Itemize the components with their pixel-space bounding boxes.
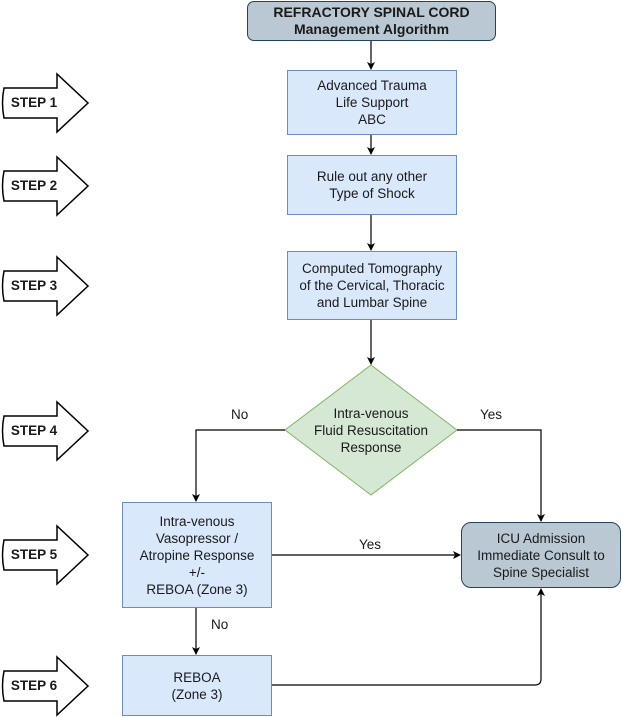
icu-admission-node: ICU Admission Immediate Consult to Spine… [461,522,621,588]
title-line-1: REFRACTORY SPINAL CORD [273,4,470,20]
title-node: REFRACTORY SPINAL CORD Management Algori… [247,1,496,41]
edge-decision-no [192,429,285,502]
vaso-no-label: No [209,617,231,632]
fluid-decision-diamond [284,364,458,496]
step-4-label: STEP 4 [10,423,58,438]
rule-out-shock-node: Rule out any other Type of Shock [287,155,457,215]
edge-reboa-to-icu [271,588,545,686]
step-2-arrow-shape [1,155,90,217]
step-5-arrow-shape [1,524,90,586]
step-4-arrow-shape [1,400,90,462]
step-1-label: STEP 1 [10,95,58,110]
step-6-arrow-shape [1,655,90,717]
fluid-decision-text: Intra-venous Fluid Resuscitation Respons… [313,405,429,455]
step-1-arrow-shape [1,72,90,134]
decision-yes-label: Yes [478,407,505,422]
vaso-yes-label: Yes [357,537,384,552]
reboa-node: REBOA (Zone 3) [122,655,272,716]
atls-node: Advanced Trauma Life Support ABC [287,70,457,135]
step-6-label: STEP 6 [10,678,58,693]
step-5-label: STEP 5 [10,547,58,562]
step-2-label: STEP 2 [10,178,58,193]
step-3-label: STEP 3 [10,278,58,293]
connectors [192,41,545,686]
decision-no-label: No [229,407,251,422]
step-3-arrow-shape [1,255,90,317]
ct-spine-node: Computed Tomography of the Cervical, Tho… [287,251,457,320]
step-arrows [1,72,90,717]
title-line-2: Management Algorithm [293,21,450,37]
vasopressor-node: Intra-venous Vasopressor / Atropine Resp… [122,502,272,608]
edge-decision-yes [457,429,545,522]
